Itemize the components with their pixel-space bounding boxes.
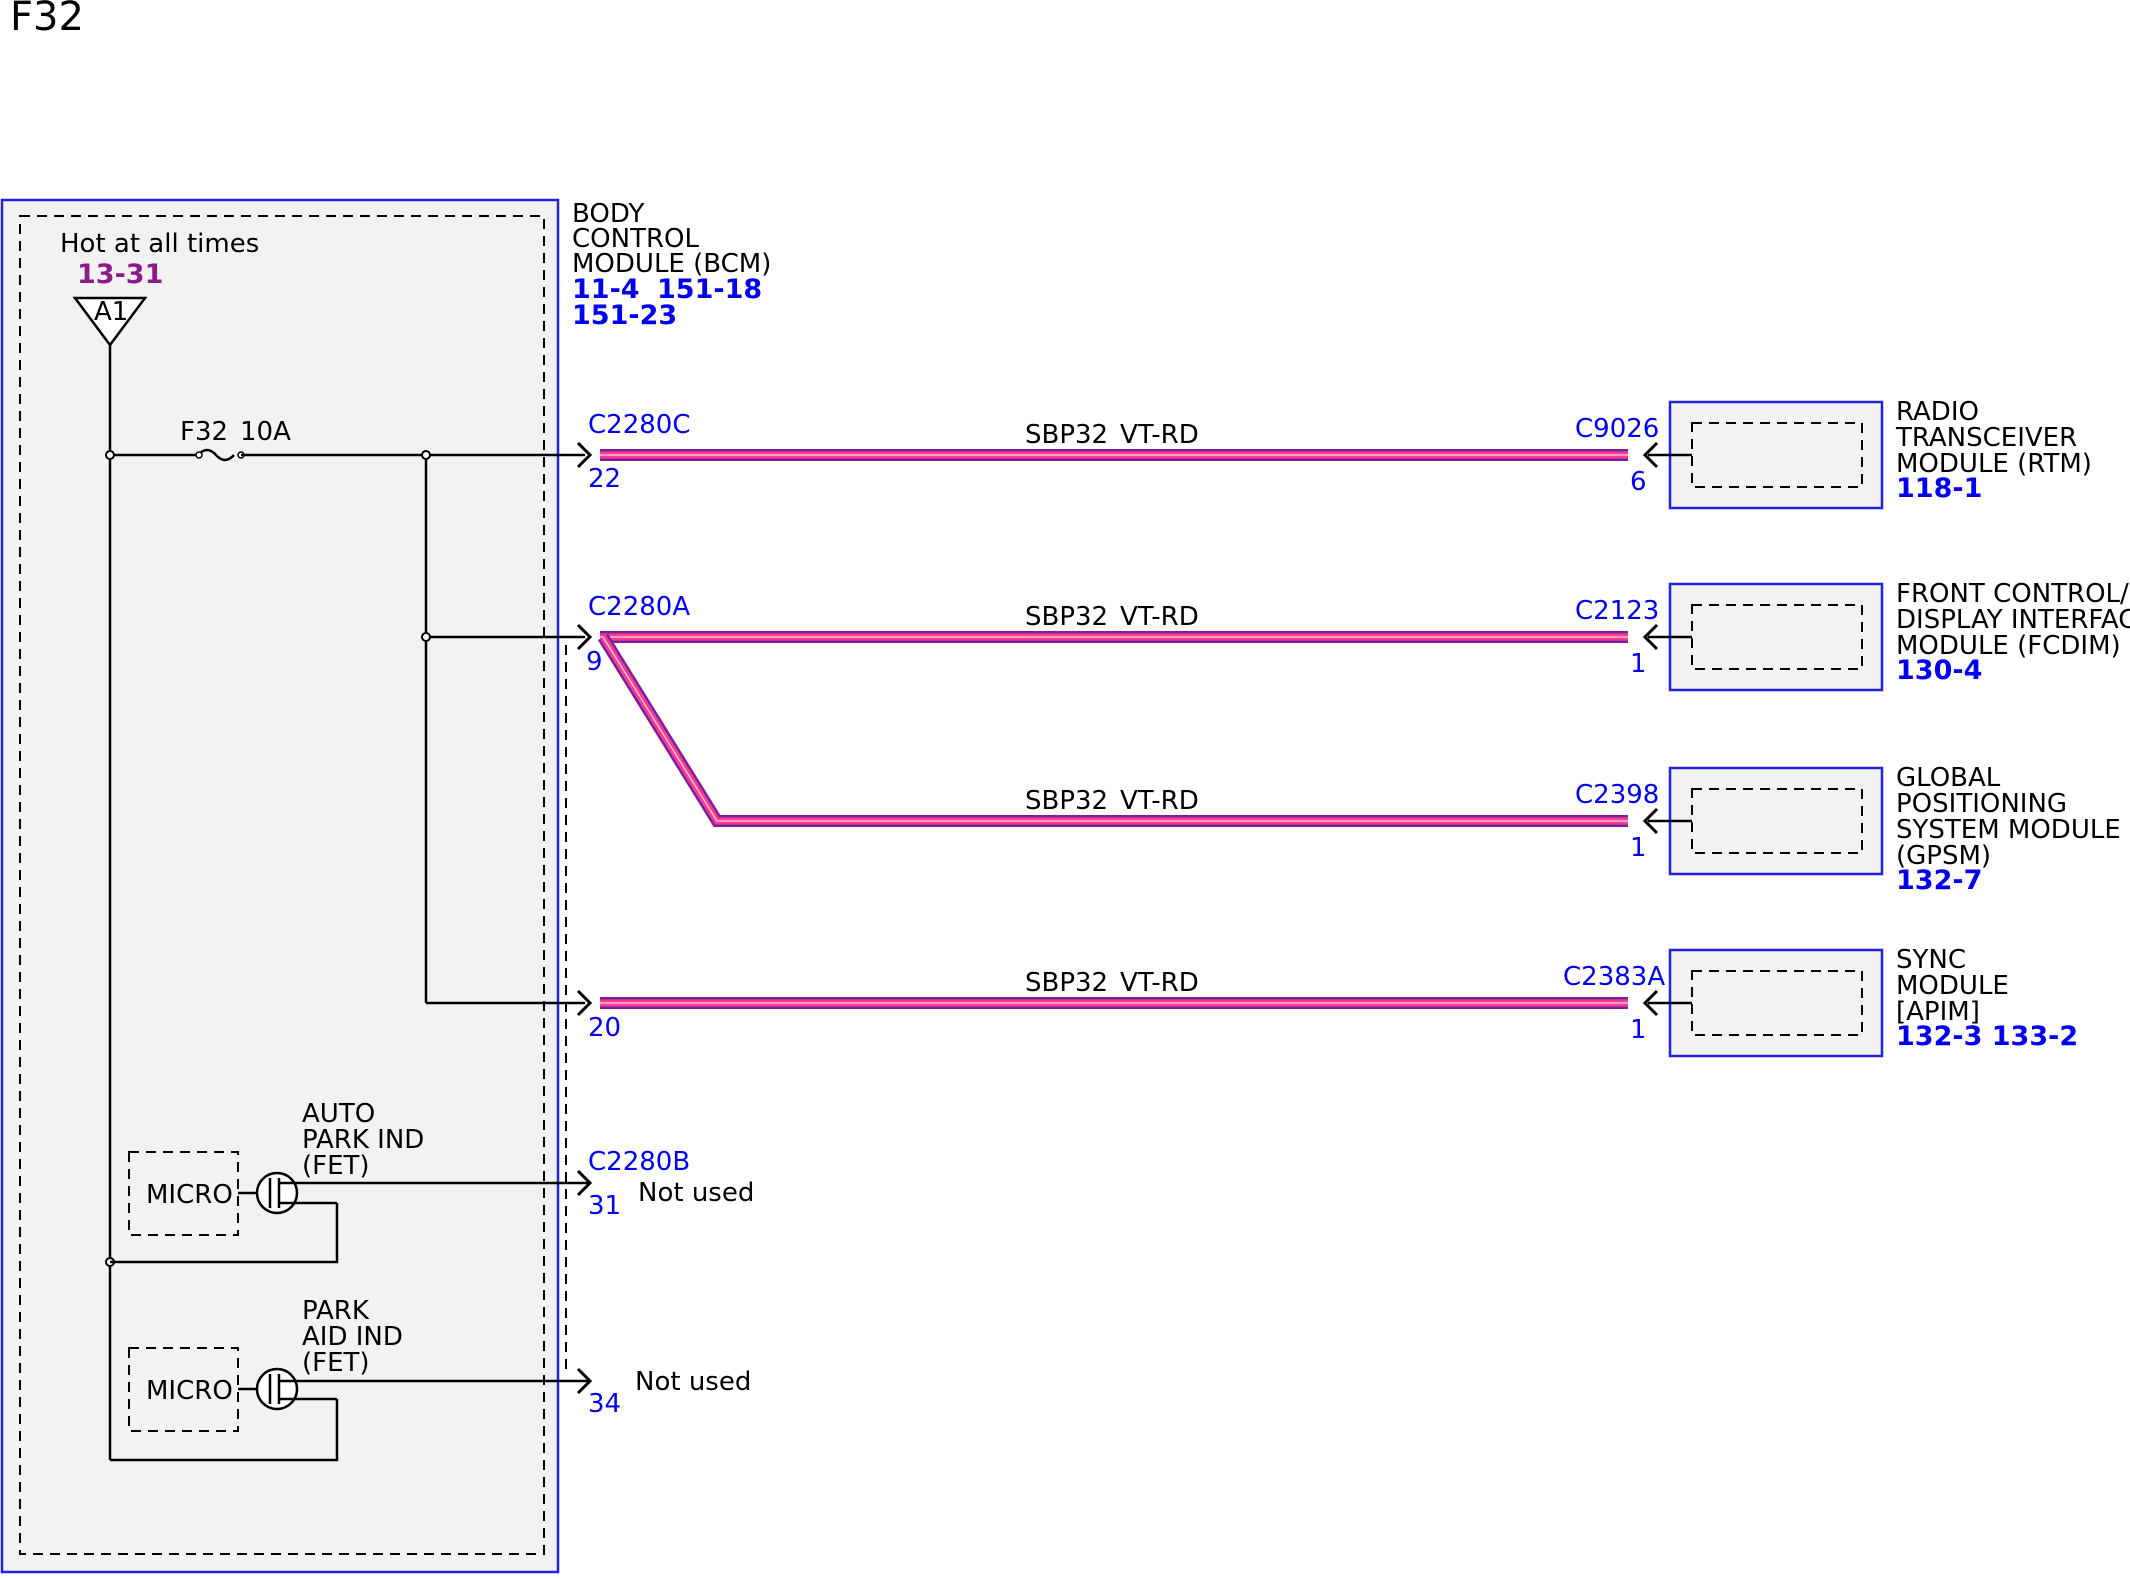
splice-dot (421, 450, 431, 460)
fcdim-name-line-3: MODULE (FCDIM) (1896, 631, 2121, 661)
fet-1-return-wire (110, 1203, 339, 1264)
fuse-name-label: F32 (180, 417, 228, 447)
fcdim-name-line-1: FRONT CONTROL/ (1896, 579, 2129, 609)
module-fcdim[interactable] (1668, 582, 1884, 692)
fet-2-label-line-3: (FET) (302, 1348, 370, 1378)
connector-arrow-icon (576, 989, 593, 1017)
fet-2-icon (255, 1367, 299, 1411)
fet-2-return-wire (110, 1399, 339, 1462)
sync-name-line-2: MODULE (1896, 971, 2009, 1001)
connector-c2398-pin: 1 (1630, 833, 1647, 863)
connector-arrow-icon (1642, 807, 1659, 835)
connector-arrow-icon (576, 1367, 593, 1395)
fet-2-label-line-1: PARK (302, 1296, 370, 1326)
connector-c9026-name[interactable]: C9026 (1575, 414, 1659, 444)
connector-c2280a-name[interactable]: C2280A (588, 592, 690, 622)
fet-1-icon (255, 1171, 299, 1215)
bcm-ref-151-23[interactable]: 151-23 (572, 300, 677, 331)
wire-2-circuit: SBP32 (1025, 602, 1108, 632)
connector-arrow-icon (576, 441, 593, 469)
bcm-ref-11-4[interactable]: 11-4 (572, 274, 640, 305)
sync-ref[interactable]: 132-3 133-2 (1896, 1021, 2078, 1052)
wire-4-circuit: SBP32 (1025, 968, 1108, 998)
gpsm-name-line-2: POSITIONING (1896, 789, 2067, 819)
wire-3-harness[interactable] (597, 633, 1628, 827)
micro-2-box (128, 1347, 239, 1432)
fuse-icon (197, 448, 235, 462)
fuse-rating-label: 10A (240, 417, 291, 447)
sync-name-line-3: [APIM] (1896, 997, 1980, 1027)
connector-c2280c-pin: 22 (588, 464, 621, 494)
rtm-ref[interactable]: 118-1 (1896, 473, 1982, 504)
connector-c2280c-name[interactable]: C2280C (588, 410, 690, 440)
wire-4-color: VT-RD (1120, 968, 1199, 998)
fet-1-label-line-1: AUTO (302, 1099, 375, 1129)
source-triangle-icon (72, 296, 148, 348)
connector-c2123-pin: 1 (1630, 649, 1647, 679)
rtm-name-line-1: RADIO (1896, 397, 1979, 427)
connector-c2280a-pin: 9 (586, 647, 603, 677)
bcm-name-line-1: BODY (572, 199, 644, 229)
bcm-ref-151-18[interactable]: 151-18 (657, 274, 762, 305)
fet-1-label-line-3: (FET) (302, 1151, 370, 1181)
bcm-module-box (0, 198, 560, 1574)
bcm-label: BODY CONTROL MODULE (BCM) 11-4 151-18 15… (572, 199, 771, 331)
connector-c9026-pin: 6 (1630, 467, 1647, 497)
hot-ref-link[interactable]: 13-31 (77, 259, 163, 290)
connector-pin-34: 34 (588, 1389, 621, 1419)
connector-c2398-name[interactable]: C2398 (1575, 780, 1659, 810)
gpsm-name-line-4: (GPSM) (1896, 841, 1991, 871)
connector-arrow-icon (1642, 989, 1659, 1017)
pin34-status: Not used (635, 1367, 751, 1397)
module-rtm[interactable] (1668, 400, 1884, 510)
rtm-name-line-3: MODULE (RTM) (1896, 449, 2092, 479)
splice-dot (105, 450, 115, 460)
gpsm-ref[interactable]: 132-7 (1896, 865, 1982, 896)
source-pin-label: A1 (94, 297, 128, 327)
wire-1-circuit: SBP32 (1025, 420, 1108, 450)
wire-2-color: VT-RD (1120, 602, 1199, 632)
connector-c2383a-pin: 1 (1630, 1015, 1647, 1045)
module-sync-apim[interactable] (1668, 948, 1884, 1058)
fcdim-ref[interactable]: 130-4 (1896, 655, 1982, 686)
bcm-name-line-2: CONTROL (572, 224, 699, 254)
hot-at-all-times-label: Hot at all times (60, 229, 259, 259)
connector-pin-20: 20 (588, 1013, 621, 1043)
connector-c2280b-pin: 31 (588, 1191, 621, 1221)
c2280b-status: Not used (638, 1178, 754, 1208)
gpsm-name-line-1: GLOBAL (1896, 763, 2001, 793)
wire-1-color: VT-RD (1120, 420, 1199, 450)
sync-name-line-1: SYNC (1896, 945, 1966, 975)
wire-3-color: VT-RD (1120, 786, 1199, 816)
bcm-internal-boundary (19, 215, 545, 1555)
connector-c2383a-name[interactable]: C2383A (1563, 962, 1665, 992)
micro-2-label: MICRO (146, 1376, 233, 1406)
wire-3-circuit: SBP32 (1025, 786, 1108, 816)
connector-c2280b-name[interactable]: C2280B (588, 1147, 690, 1177)
connector-arrow-icon (576, 623, 593, 651)
micro-1-label: MICRO (146, 1180, 233, 1210)
fet-1-label-line-2: PARK IND (302, 1125, 424, 1155)
connector-arrow-icon (1642, 441, 1659, 469)
module-gpsm[interactable] (1668, 766, 1884, 876)
connector-c2123-name[interactable]: C2123 (1575, 596, 1659, 626)
fuse-terminal-dot (195, 451, 203, 459)
page-title: F32 (10, 0, 84, 40)
gpsm-name-line-3: SYSTEM MODULE (1896, 815, 2121, 845)
micro-1-box (128, 1151, 239, 1236)
bcm-name-line-3: MODULE (BCM) (572, 249, 771, 279)
fet-2-label-line-2: AID IND (302, 1322, 403, 1352)
rtm-name-line-2: TRANSCEIVER (1895, 423, 2077, 453)
splice-dot (421, 632, 431, 642)
fcdim-name-line-2: DISPLAY INTERFACE (1896, 605, 2130, 635)
connector-arrow-icon (576, 1169, 593, 1197)
connector-arrow-icon (1642, 623, 1659, 651)
